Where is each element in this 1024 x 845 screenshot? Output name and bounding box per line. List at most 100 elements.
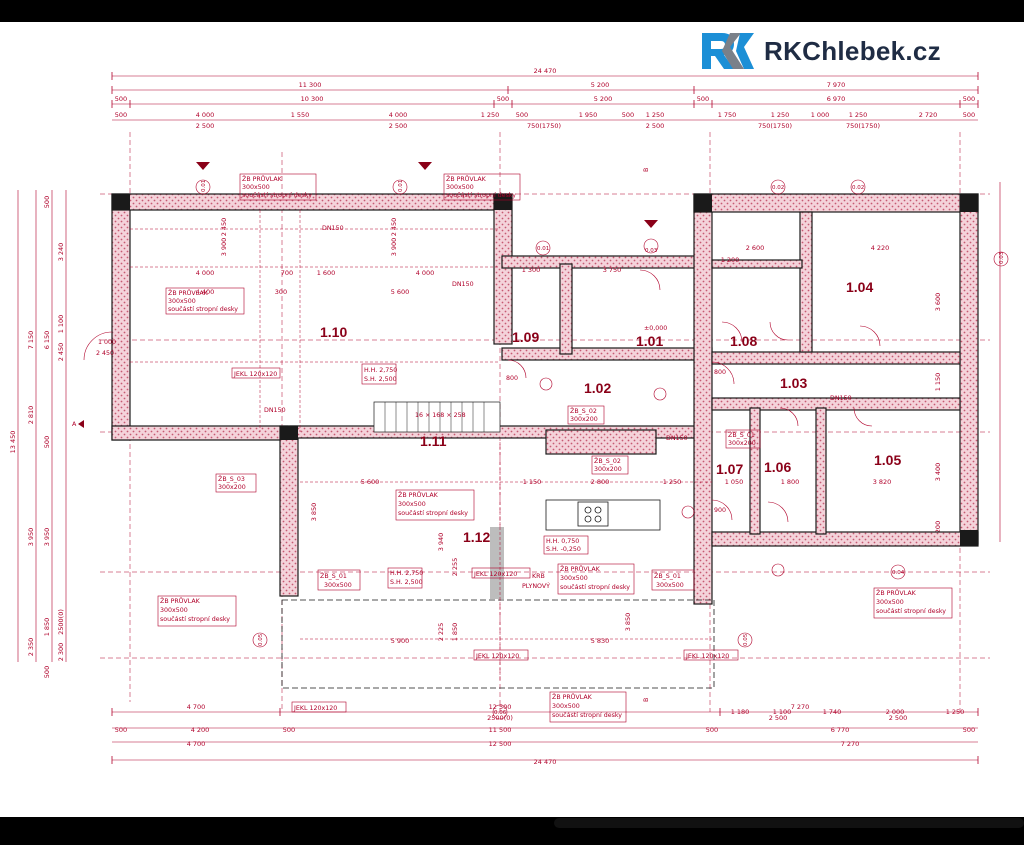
dim-top-3h: 500 <box>622 111 634 119</box>
stairs-spec: 16 × 168 × 258 <box>415 412 466 419</box>
dim-left-2a: 500 <box>43 196 51 208</box>
dim-bot-2e: 500 <box>706 726 718 734</box>
tag-0-01-b: 0.01 <box>398 180 404 192</box>
dim-bot-2g: 500 <box>963 726 975 734</box>
idim-ab: 2 450 <box>220 218 228 237</box>
plynovy-label: PLYNOVÝ <box>522 581 550 590</box>
zb-s02-b-title: ŽB_S_02 <box>594 456 621 465</box>
idim-m: 3 820 <box>873 478 892 486</box>
callouts <box>157 173 953 723</box>
room-1.10: 1.10 <box>320 324 347 340</box>
floor-plan: 24 470 11 300 5 200 7 970 500 10 300 500… <box>9 67 1009 766</box>
callout-texts: ŽB PRŮVLAK 300x500 součástí stropní desk… <box>72 168 946 719</box>
zb-s02-a-size: 300x200 <box>570 416 598 423</box>
door-2450: 2 450 <box>96 350 114 357</box>
tag-0-01-a: 0.01 <box>201 180 207 192</box>
beam-note-2-title: ŽB PRŮVLAK <box>446 174 487 183</box>
door-900-a: 900 <box>714 507 726 514</box>
hob <box>577 501 609 527</box>
doors <box>83 269 881 523</box>
hh-kitchen: H.H. 0,750 <box>546 538 579 545</box>
beam-note-3-part: součástí stropní desky <box>168 305 238 313</box>
drawing-sheet: 24 470 11 300 5 200 7 970 500 10 300 500… <box>0 22 1024 817</box>
idim-c: 4 000 <box>416 269 435 277</box>
dim-bot-2d: 11 500 <box>489 726 512 734</box>
dim-top-2c: 500 <box>497 95 509 103</box>
dim-bot-3b: 12 500 <box>489 740 512 748</box>
idim-l: 1 250 <box>663 478 682 486</box>
dim-bot-3f: 2 000 <box>886 708 905 716</box>
brand-logo: RKChlebek.cz <box>700 28 941 74</box>
jekl-d: JEKL 120x120 <box>685 653 729 660</box>
idim-b: 1 600 <box>317 269 336 277</box>
idim-x: 2 255 <box>451 558 459 577</box>
idim-f: 1 300 <box>522 266 541 274</box>
room-1.08: 1.08 <box>730 333 757 349</box>
zb-s03-size: 300x200 <box>218 484 246 491</box>
dim-bot-3d: 1 100 <box>773 708 792 716</box>
dim-top-1c: 7 970 <box>827 81 846 89</box>
tag-0-04: 0.04 <box>892 570 905 576</box>
beam-note-8-part: součástí stropní desky <box>876 607 946 615</box>
tag-0-03-b: 0.03 <box>999 251 1005 264</box>
idim-h: 300 <box>275 288 287 296</box>
room-1.03: 1.03 <box>780 375 807 391</box>
dim-top-4d: 2 500 <box>646 122 665 130</box>
beam-note-6-title: ŽB PRŮVLAK <box>560 564 601 573</box>
dim-left-3c: 2 450 <box>57 343 65 362</box>
room-labels: 1.10 1.09 1.01 1.08 1.04 1.02 1.03 1.11 … <box>320 279 901 545</box>
beam-note-6-size: 300x500 <box>560 575 588 582</box>
tag-0-06: 0.06 <box>494 710 507 716</box>
dim-bot-2f: 6 770 <box>831 726 850 734</box>
dim-right-d: 200 <box>934 521 942 533</box>
dim-bot-1a: 4 700 <box>187 703 206 711</box>
home-indicator[interactable] <box>554 818 1024 828</box>
dim-left-1c: 3 950 <box>27 528 35 547</box>
beams <box>130 210 712 682</box>
room-1.05: 1.05 <box>874 452 901 468</box>
krb-label: KRB <box>532 573 545 580</box>
dim-left-1a: 7 150 <box>27 331 35 350</box>
dim-left-3b: 1 100 <box>57 315 65 334</box>
dim-top-3d: 4 000 <box>389 111 408 119</box>
dim-top-1b: 5 200 <box>591 81 610 89</box>
dim-bot-2b: 4 200 <box>191 726 210 734</box>
dim-top-3e: 1 250 <box>481 111 500 119</box>
dim-top-total: 24 470 <box>534 67 557 75</box>
dim-bot-3g: 1 250 <box>946 708 965 716</box>
axis-markers <box>195 179 1009 720</box>
idim-p: 4 220 <box>871 244 890 252</box>
axis-tag-texts: 0.01 0.01 0.01 0.03 0.02 0.02 0.03 0.04 … <box>201 180 1005 716</box>
zb-s01-a-size: 300x500 <box>324 582 352 589</box>
room-1.02: 1.02 <box>584 380 611 396</box>
idim-q: 1 200 <box>721 256 740 264</box>
zb-s02-b-size: 300x200 <box>594 466 622 473</box>
tag-0-05-b: 0.05 <box>743 633 749 646</box>
dim-bot-3e: 1 740 <box>823 708 842 716</box>
dim-left-3e: 2 300 <box>57 643 65 662</box>
beam-note-7-part: součástí stropní desky <box>552 711 622 719</box>
dim-top-2d: 5 200 <box>594 95 613 103</box>
idim-v: 3 850 <box>310 503 318 522</box>
idim-d: 4 400 <box>196 288 215 296</box>
dim-top-4e: 750(1750) <box>758 122 792 130</box>
zb-s01-b-size: 300x500 <box>656 582 684 589</box>
dim-top-2e: 500 <box>697 95 709 103</box>
dim-top-4b: 2 500 <box>389 122 408 130</box>
idim-o: 2 600 <box>746 244 765 252</box>
dim-top-4f: 750(1750) <box>846 122 880 130</box>
idim-s: 1 050 <box>725 478 744 486</box>
jekl-e: JEKL 120x120 <box>293 705 337 712</box>
idim-e: 5 600 <box>391 288 410 296</box>
sh-lower: S.H. 2,500 <box>390 579 423 586</box>
beam-note-2-size: 300x500 <box>446 184 474 191</box>
dim-bot-2c: 500 <box>283 726 295 734</box>
beam-note-1-part: součástí stropní desky <box>242 191 312 199</box>
dn150-c: DN150 <box>264 407 286 414</box>
level-zero: ±0,000 <box>644 325 667 332</box>
idim-ad: 2 450 <box>390 218 398 237</box>
dim-bot-3c: 1 180 <box>731 708 750 716</box>
dim-bot-4c: 2 500 <box>889 714 908 722</box>
beam-note-4-title: ŽB PRŮVLAK <box>160 596 201 605</box>
hh-upper: H.H. 2,750 <box>364 367 397 374</box>
